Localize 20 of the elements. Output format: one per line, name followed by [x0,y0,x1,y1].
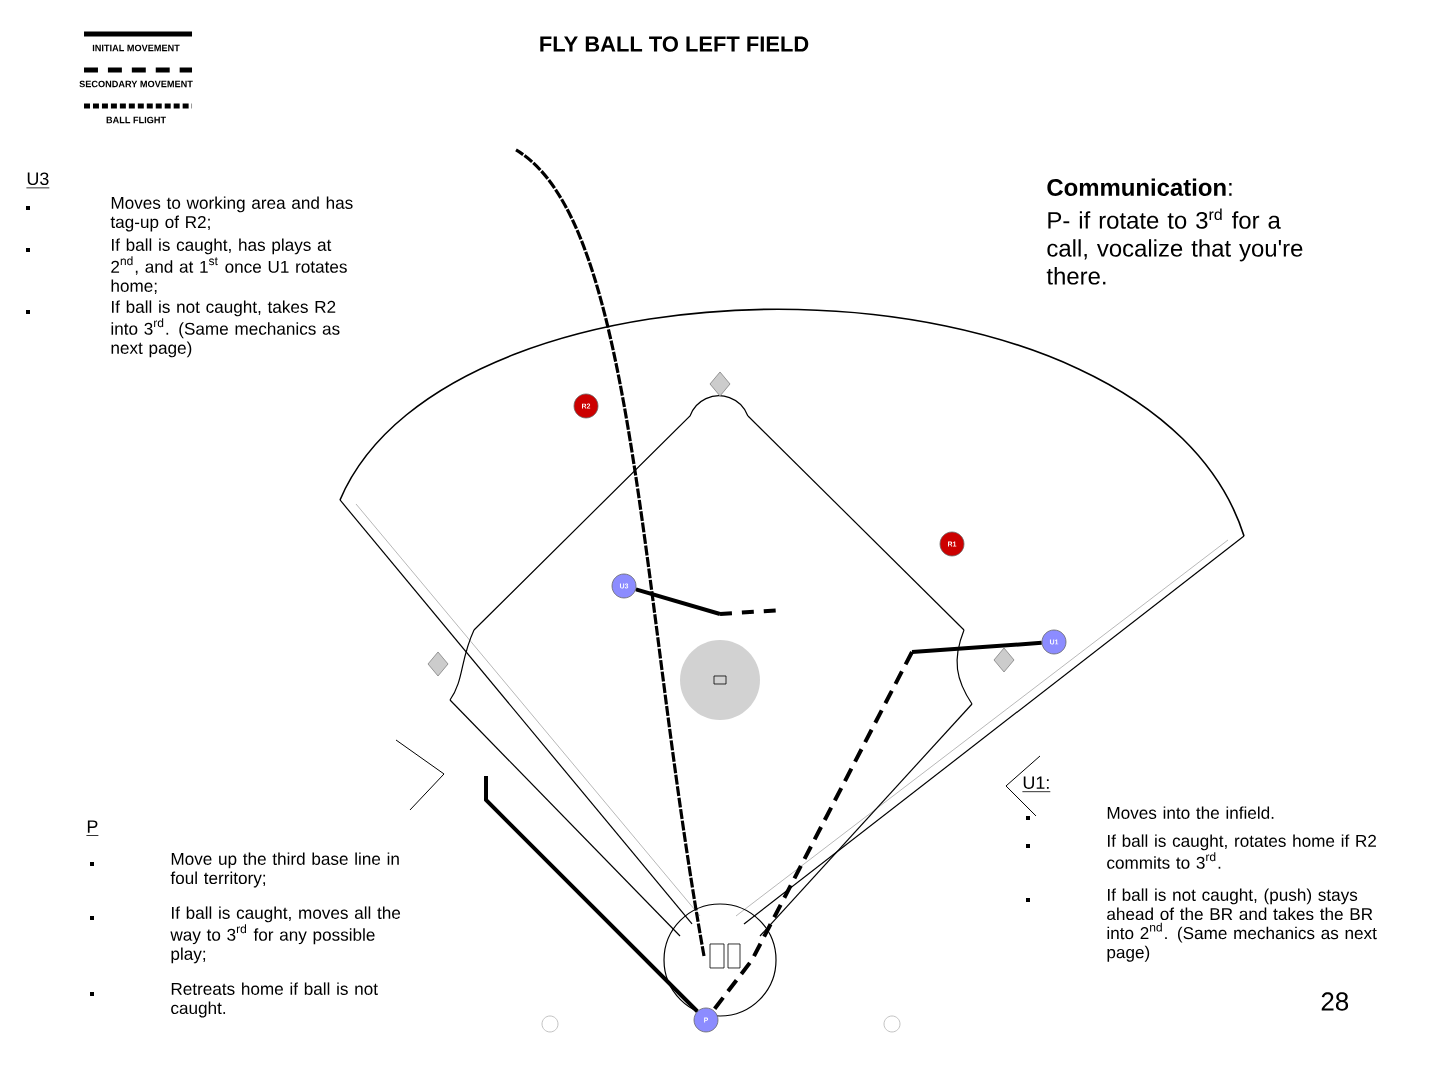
bullet-text: If ball is not caught, (push) stays ahead of the BR and takes the BR into 2$^{nd}$. (Same mechanics as next page) [1107,888,1377,962]
bullet-text: Moves into the infield. [1107,806,1274,819]
section-heading: U3 [26,172,50,189]
title: FLY BALL TO LEFT FIELD [540,36,809,52]
movement-path [484,776,699,1013]
section-heading: U1: [1022,776,1051,793]
note-heading: Communication: [1047,178,1232,196]
bullet-text: If ball is not caught, takes R2 into 3$^{rd}$. (Same mechanics as next page) [111,300,340,358]
page-number: 28 [1321,992,1349,1011]
bullet-text: Retreats home if ball is not caught. [171,982,378,1018]
section-heading: P [86,820,99,836]
bullet-text: If ball is caught, rotates home if R2 commits to 3$^{rd}$. [1107,834,1376,869]
bullet-text: Move up the third base line in foul territory; [170,852,399,888]
bullet-text: Moves to working area and has tag-up of R2; [110,196,353,232]
movement-path [911,640,1042,654]
note-text: P- if rotate to 3$^{rd}$ for a call, vocalize that you're there. [1046,208,1303,285]
movement-path [711,651,914,1012]
movement-path [635,587,721,616]
bullet-text: If ball is caught, has plays at 2$^{nd}$, and at 1$^{st}$ once U1 rotates home; [111,238,347,294]
bullet-text: If ball is caught, moves all the way to 3$^{rd}$ for any possible play; [170,906,401,964]
